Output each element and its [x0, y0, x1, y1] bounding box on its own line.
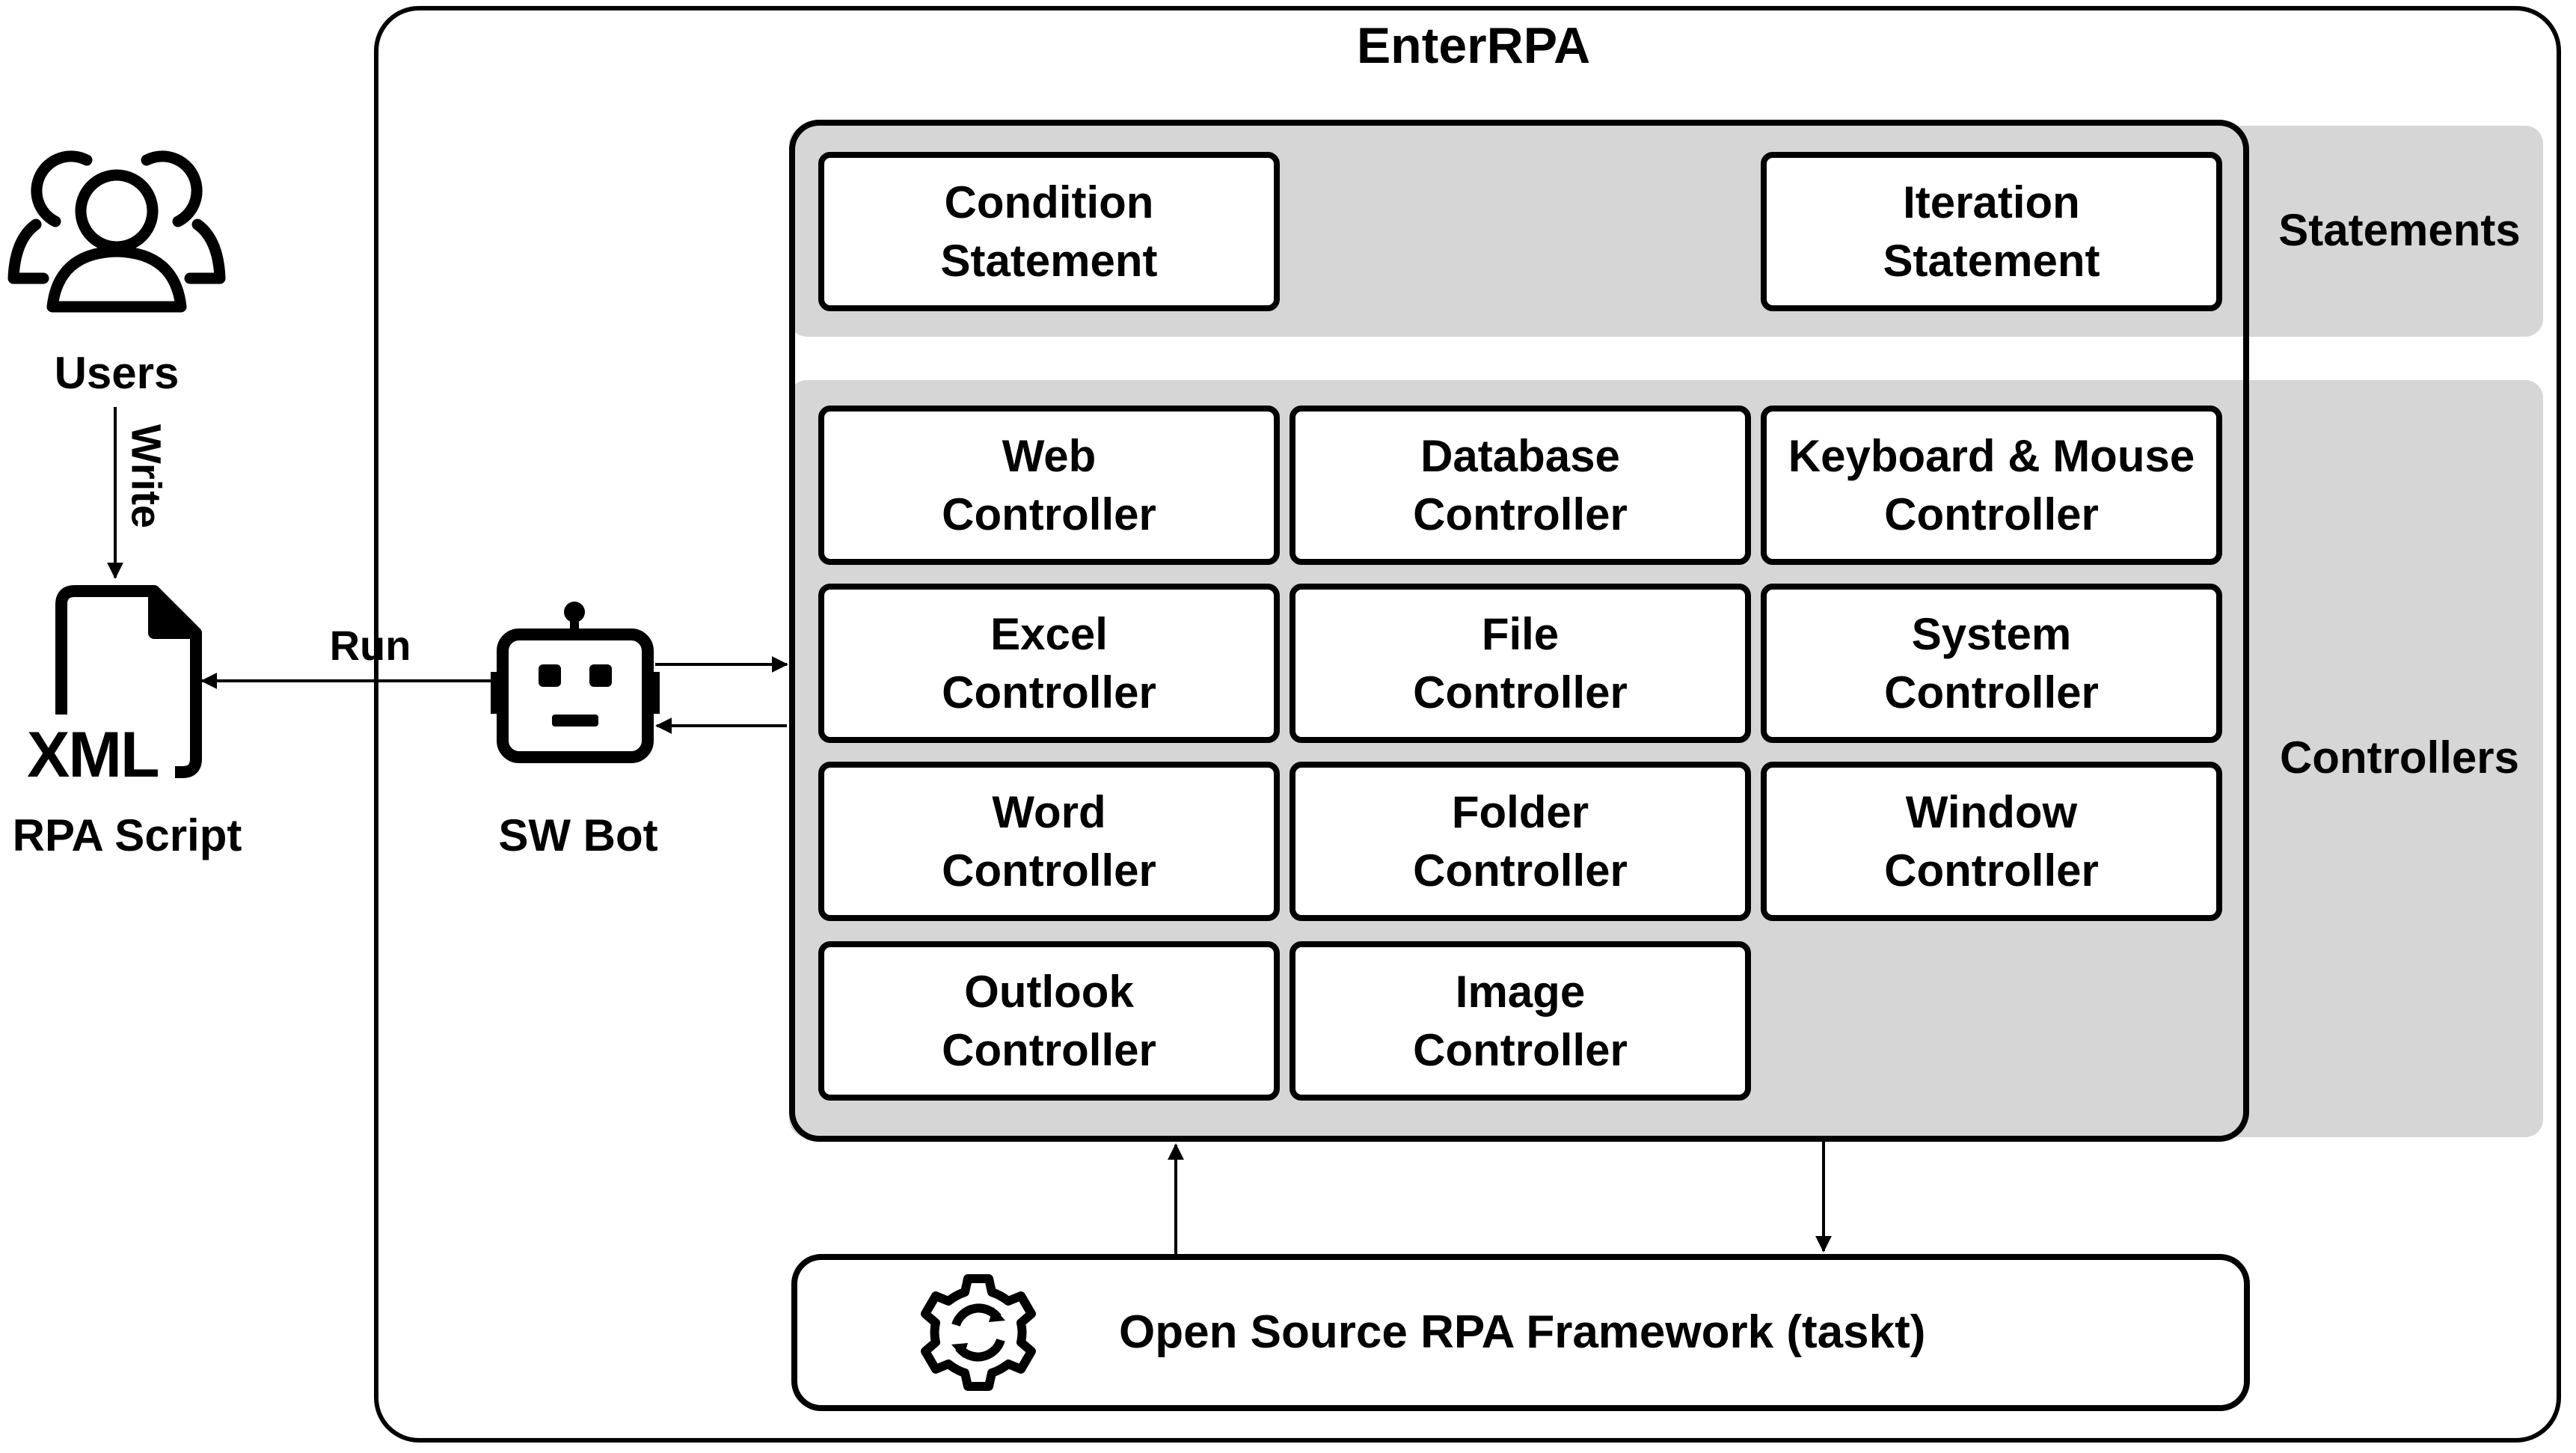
controllers-group-label: Controllers	[2279, 732, 2520, 783]
diagram-title: EnterRPA	[1356, 17, 1591, 74]
excel-controller-box: Excel Controller	[818, 584, 1280, 743]
iteration-statement-box: Iteration Statement	[1761, 152, 2222, 311]
sw-bot-label: SW Bot	[498, 810, 658, 860]
run-label: Run	[329, 622, 411, 669]
robot-icon	[491, 602, 660, 763]
users-icon	[7, 150, 226, 313]
gear-icon	[921, 1274, 1036, 1391]
condition-statement-box: Condition Statement	[818, 152, 1280, 311]
framework-label: Open Source RPA Framework (taskt)	[1119, 1306, 1926, 1358]
word-controller-box: Word Controller	[818, 762, 1280, 921]
xml-label: XML	[27, 719, 160, 791]
rpa-script-label: RPA Script	[12, 810, 242, 860]
folder-controller-box: Folder Controller	[1289, 762, 1751, 921]
xml-document-icon	[55, 585, 202, 778]
statements-group-label: Statements	[2278, 205, 2521, 255]
image-controller-box: Image Controller	[1289, 941, 1751, 1101]
system-controller-box: System Controller	[1761, 584, 2222, 743]
keyboard-mouse-controller-box: Keyboard & Mouse Controller	[1761, 406, 2222, 565]
band-separator	[795, 337, 2243, 380]
file-controller-box: File Controller	[1289, 584, 1751, 743]
users-label: Users	[54, 348, 180, 398]
rpa-framework-box: Open Source RPA Framework (taskt)	[791, 1254, 2250, 1411]
web-controller-box: Web Controller	[818, 406, 1280, 565]
enterrpa-container	[374, 6, 2561, 1443]
outlook-controller-box: Outlook Controller	[818, 941, 1280, 1101]
database-controller-box: Database Controller	[1289, 406, 1751, 565]
modules-container	[789, 120, 2249, 1142]
window-controller-box: Window Controller	[1761, 762, 2222, 921]
